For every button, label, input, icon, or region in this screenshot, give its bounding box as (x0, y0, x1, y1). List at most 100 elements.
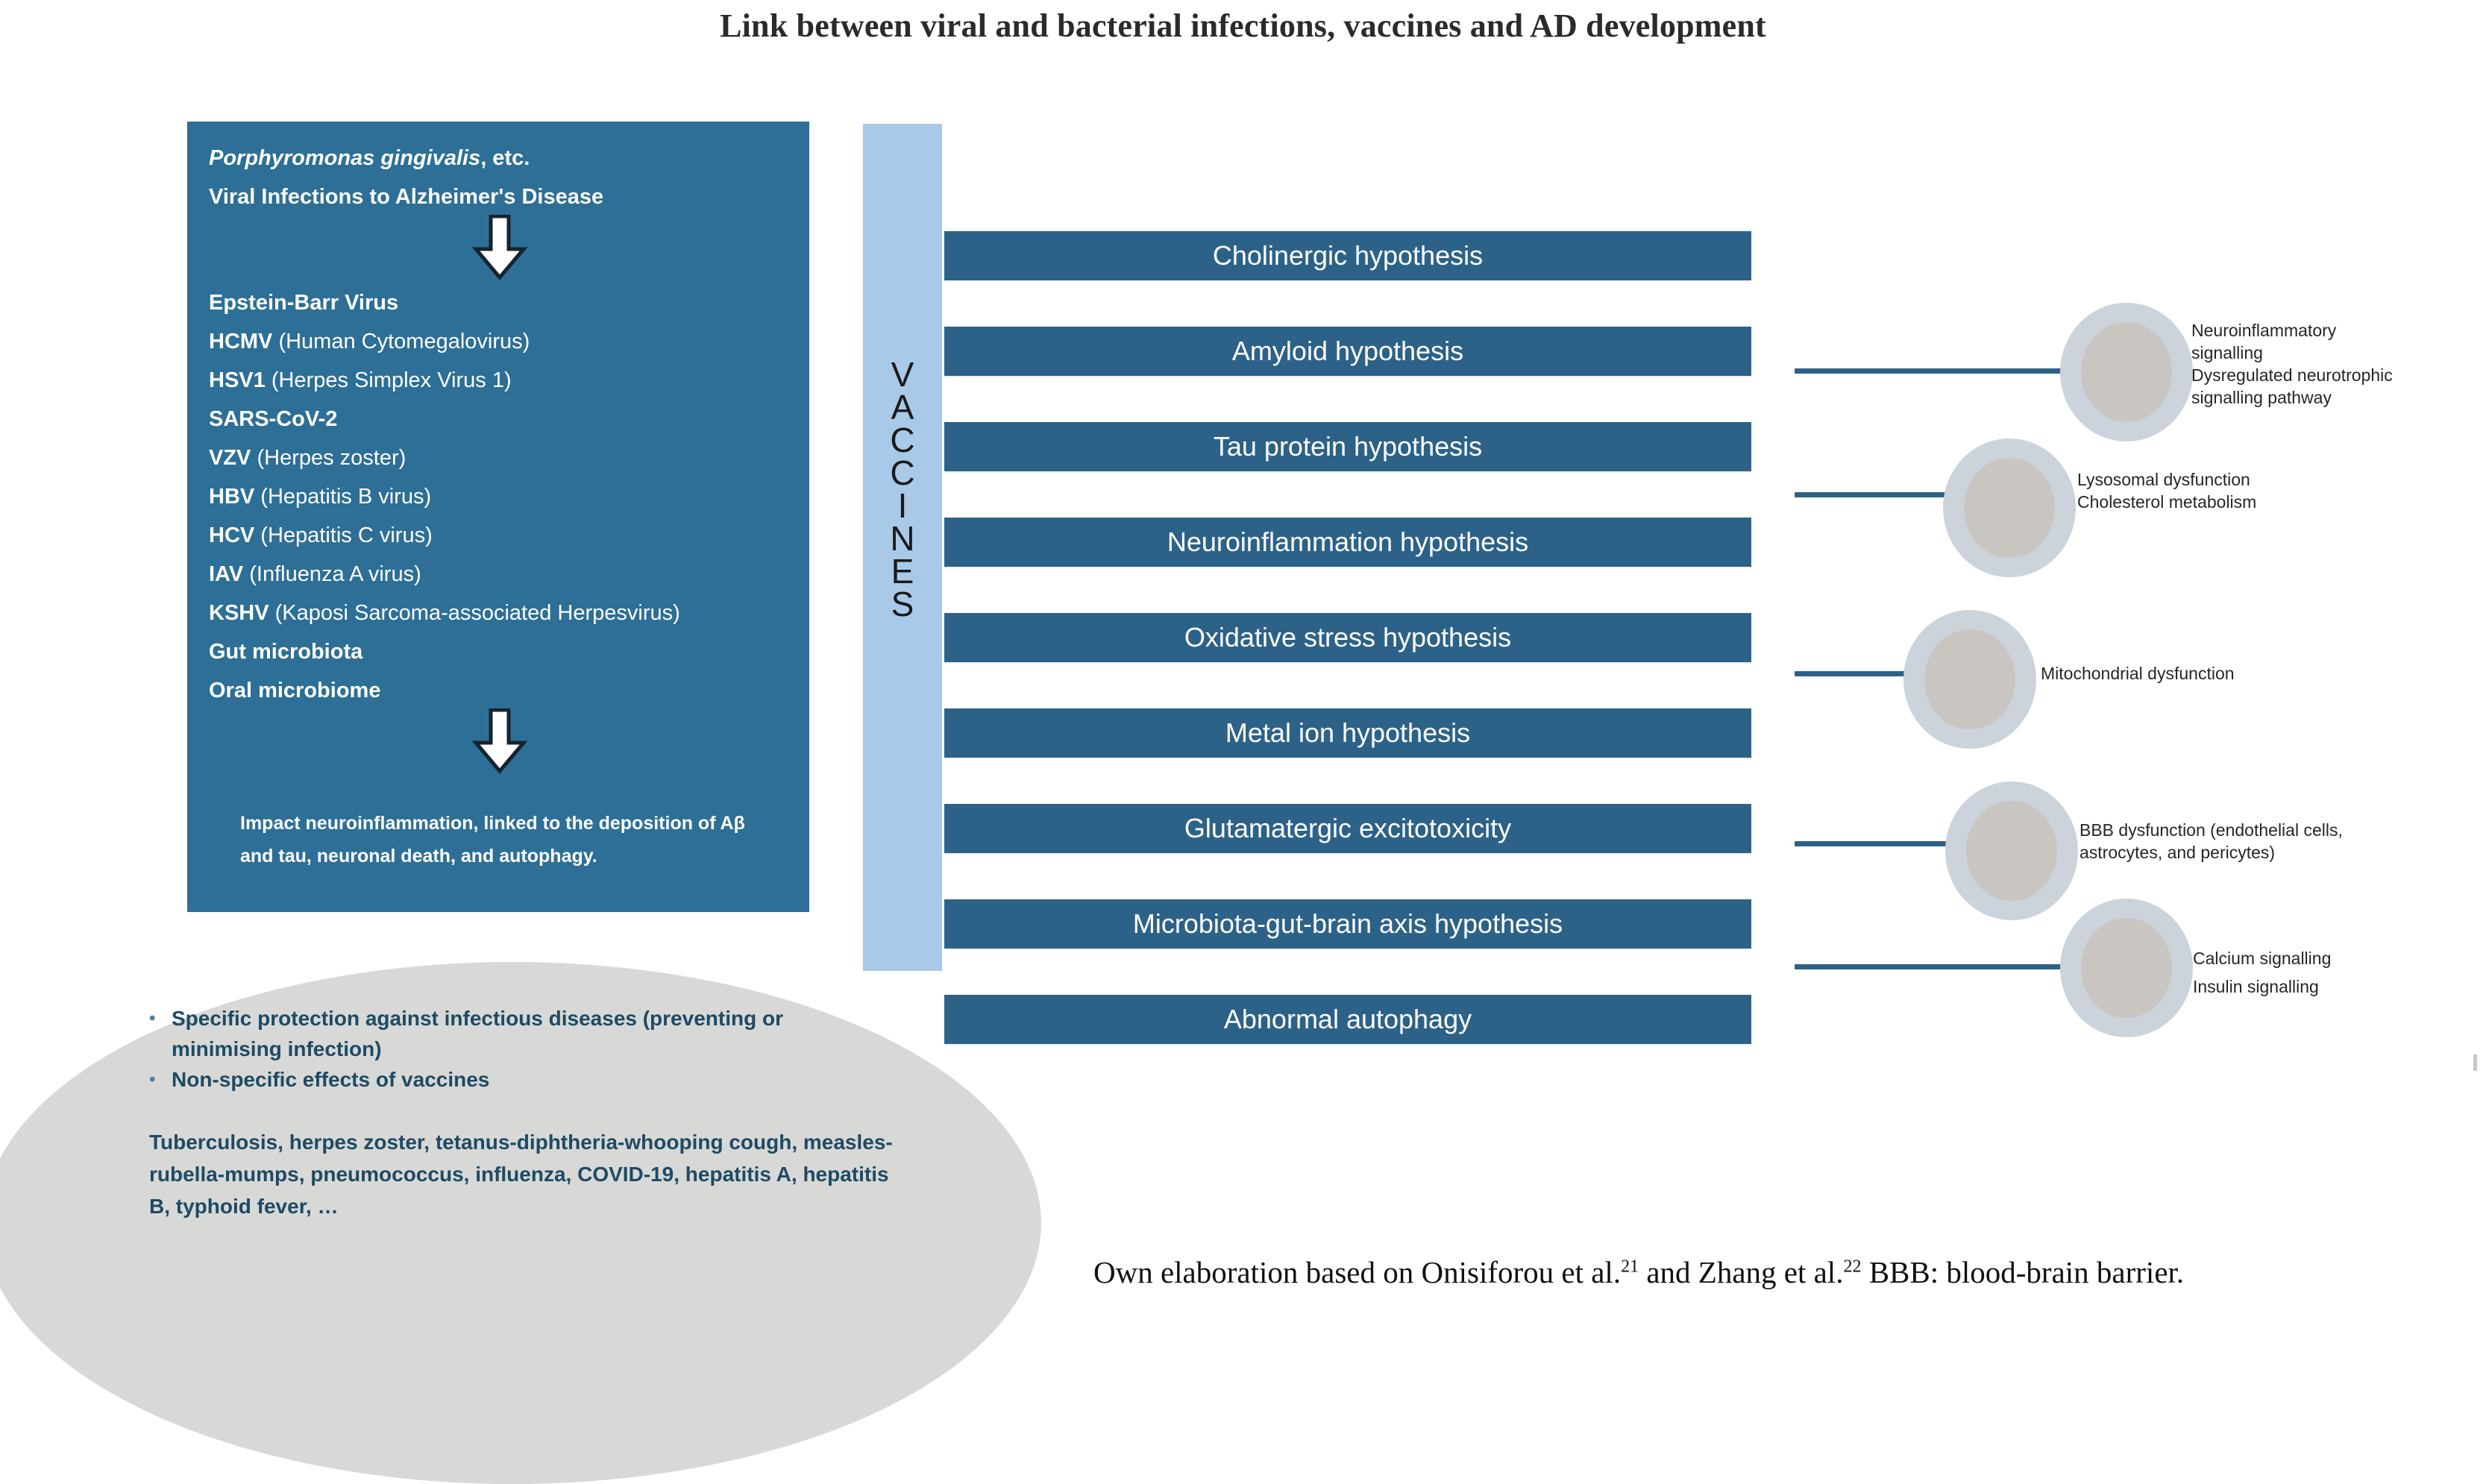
bullet-text: Specific protection against infectious d… (172, 1007, 783, 1060)
caption-part-2: and Zhang et al. (1639, 1255, 1844, 1289)
heading-line-2: Viral Infections to Alzheimer's Disease (209, 185, 604, 209)
hypothesis-bar-cholinergic[interactable]: Cholinergic hypothesis (944, 231, 1751, 280)
pathogen-expansion: (Kaposi Sarcoma-associated Herpesvirus) (274, 601, 680, 625)
bullet-icon: • (149, 1069, 156, 1090)
annotation-line: signalling pathway (2191, 388, 2332, 407)
annotation-line: Mitochondrial dysfunction (2041, 664, 2235, 683)
caption-superscript-2: 22 (1843, 1257, 1862, 1277)
annotation-text-2: Lysosomal dysfunction Cholesterol metabo… (2077, 468, 2391, 513)
cell-nucleus-3 (1924, 629, 2015, 729)
vaccines-label: V A C C I N E S (863, 355, 942, 623)
list-item: HBV (Hepatitis B virus) (209, 477, 806, 516)
pathogen-abbr: HSV1 (209, 368, 271, 392)
page-title: Link between viral and bacterial infecti… (720, 7, 1766, 44)
hypothesis-bar-amyloid[interactable]: Amyloid hypothesis (944, 327, 1751, 376)
list-item: HCV (Hepatitis C virus) (209, 516, 806, 555)
hypothesis-bar-tau-protein[interactable]: Tau protein hypothesis (944, 422, 1751, 471)
connector-line-3 (1795, 671, 1908, 676)
list-item: • Non-specific effects of vaccines (149, 1064, 895, 1095)
pathogen-abbr: Gut microbiota (209, 640, 363, 664)
heading-species-name: Porphyromonas gingivalis (209, 146, 481, 170)
list-item: IAV (Influenza A virus) (209, 555, 806, 594)
heading-line-1: Porphyromonas gingivalis, etc. (209, 139, 783, 177)
annotation-text-1: Neuroinflammatory signalling Dysregulate… (2191, 319, 2482, 409)
annotation-line: Lysosomal dysfunction (2077, 470, 2250, 489)
hypothesis-bar-list: Cholinergic hypothesis Amyloid hypothesi… (944, 231, 1751, 1044)
vaccines-column (863, 124, 942, 971)
figure-caption: Own elaboration based on Onisiforou et a… (1093, 1238, 2473, 1307)
list-item: KSHV (Kaposi Sarcoma-associated Herpesvi… (209, 594, 806, 632)
pathogen-abbr: SARS-CoV-2 (209, 407, 338, 431)
cell-circle-3 (1903, 610, 2036, 749)
cell-nucleus-1 (2081, 322, 2172, 422)
list-item: HCMV (Human Cytomegalovirus) (209, 322, 806, 361)
vaccines-letter: E (891, 552, 914, 591)
heading-species-suffix: , etc. (480, 146, 530, 170)
pathogen-abbr: HCMV (209, 330, 279, 353)
cell-circle-5 (2060, 899, 2193, 1037)
hypothesis-bar-abnormal-autophagy[interactable]: Abnormal autophagy (944, 995, 1751, 1044)
hypothesis-bar-metal-ion[interactable]: Metal ion hypothesis (944, 708, 1751, 758)
connector-line-5 (1795, 964, 2071, 969)
bullet-icon: • (149, 1008, 156, 1028)
vaccine-list-paragraph: Tuberculosis, herpes zoster, tetanus-dip… (149, 1131, 893, 1218)
annotation-text-4: BBB dysfunction (endothelial cells, astr… (2079, 819, 2430, 864)
down-arrow-icon (471, 708, 528, 774)
cell-circle-2 (1943, 438, 2076, 577)
pathogen-abbr: Epstein-Barr Virus (209, 291, 399, 315)
hypothesis-bar-oxidative-stress[interactable]: Oxidative stress hypothesis (944, 613, 1751, 662)
cell-circle-1 (2060, 303, 2193, 441)
bullet-text: Non-specific effects of vaccines (172, 1068, 490, 1091)
vaccines-letter: C (890, 453, 915, 492)
caption-part-3: BBB: blood-brain barrier. (1861, 1255, 2185, 1289)
hypothesis-bar-glutamatergic[interactable]: Glutamatergic excitotoxicity (944, 804, 1751, 853)
annotation-line: BBB dysfunction (endothelial cells, (2079, 820, 2343, 840)
pathogen-expansion: (Hepatitis B virus) (260, 485, 432, 509)
pathogen-expansion: (Herpes zoster) (257, 446, 407, 470)
infection-box-heading: Porphyromonas gingivalis, etc. Viral Inf… (209, 139, 783, 216)
vaccines-letter: C (890, 421, 915, 459)
mechanism-annotations: Neuroinflammatory signalling Dysregulate… (1795, 303, 2486, 1037)
annotation-line: signalling (2191, 343, 2263, 362)
list-item: HSV1 (Herpes Simplex Virus 1) (209, 361, 806, 400)
hypothesis-bar-microbiota-gut-brain[interactable]: Microbiota-gut-brain axis hypothesis (944, 899, 1751, 949)
pathogen-abbr: KSHV (209, 601, 275, 625)
edge-artifact-mark (2473, 1054, 2477, 1071)
vaccines-letter: N (890, 519, 915, 558)
caption-superscript-1: 21 (1621, 1257, 1639, 1277)
pathogen-list: Epstein-Barr Virus HCMV (Human Cytomegal… (209, 283, 806, 710)
pathogen-expansion: (Human Cytomegalovirus) (278, 330, 530, 353)
annotation-line: Calcium signalling (2193, 949, 2332, 968)
cell-nucleus-4 (1966, 801, 2057, 901)
hypothesis-bar-neuroinflammation[interactable]: Neuroinflammation hypothesis (944, 518, 1751, 567)
annotation-line: Dysregulated neurotrophic (2191, 365, 2393, 385)
vaccines-letter: V (891, 355, 914, 394)
list-item: • Specific protection against infectious… (149, 1003, 895, 1064)
list-item: VZV (Herpes zoster) (209, 438, 806, 477)
pathogen-abbr: HCV (209, 524, 261, 547)
pathogen-abbr: HBV (209, 485, 261, 509)
annotation-line: Insulin signalling (2193, 977, 2319, 996)
connector-line-1 (1795, 368, 2071, 374)
infection-box-footer: Impact neuroinflammation, linked to the … (240, 813, 745, 867)
cell-nucleus-5 (2081, 918, 2172, 1018)
cell-nucleus-2 (1964, 458, 2055, 558)
list-item: Gut microbiota (209, 632, 806, 671)
pathogen-expansion: (Influenza A virus) (249, 562, 421, 586)
vaccines-letter: I (897, 486, 908, 525)
list-item: Epstein-Barr Virus (209, 283, 806, 322)
down-arrow-icon (471, 215, 528, 280)
annotation-line: astrocytes, and pericytes) (2079, 843, 2276, 862)
vaccines-letter: A (891, 388, 914, 427)
annotation-line: Cholesterol metabolism (2077, 492, 2257, 512)
annotation-line: Neuroinflammatory (2191, 321, 2337, 340)
pathogen-abbr: Oral microbiome (209, 679, 381, 702)
list-item: SARS-CoV-2 (209, 400, 806, 438)
caption-part-1: Own elaboration based on Onisiforou et a… (1093, 1255, 1622, 1289)
pathogen-abbr: VZV (209, 446, 257, 470)
vaccines-letter: S (891, 585, 914, 623)
connector-line-4 (1795, 841, 1947, 846)
list-item: Oral microbiome (209, 671, 806, 710)
annotation-text-5: Calcium signalling Insulin signalling (2193, 944, 2486, 1001)
pathogen-abbr: IAV (209, 562, 250, 586)
